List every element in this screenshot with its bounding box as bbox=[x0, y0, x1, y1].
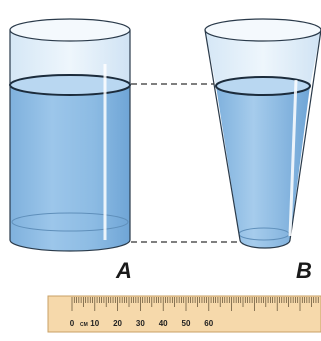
cone-rim bbox=[205, 19, 321, 41]
cylinder-water bbox=[10, 85, 130, 251]
ruler-number: 0 bbox=[70, 319, 75, 328]
cylinder-vessel-a bbox=[10, 19, 130, 251]
ruler-number: 50 bbox=[182, 319, 191, 328]
ruler-number: 10 bbox=[90, 319, 99, 328]
ruler-number: 30 bbox=[136, 319, 145, 328]
ruler-number: 40 bbox=[159, 319, 168, 328]
ruler-number: 60 bbox=[204, 319, 213, 328]
ruler-unit-label: CM bbox=[80, 322, 88, 328]
cylinder-water-surface bbox=[10, 75, 130, 95]
cylinder-rim bbox=[10, 19, 130, 41]
cone-vessel-b bbox=[205, 19, 321, 248]
ruler: 0 10 20 30 40 50 60 CM bbox=[48, 296, 321, 332]
vessel-b-label: B bbox=[296, 258, 312, 283]
vessel-a-label: A bbox=[115, 258, 132, 283]
ruler-number: 20 bbox=[113, 319, 122, 328]
